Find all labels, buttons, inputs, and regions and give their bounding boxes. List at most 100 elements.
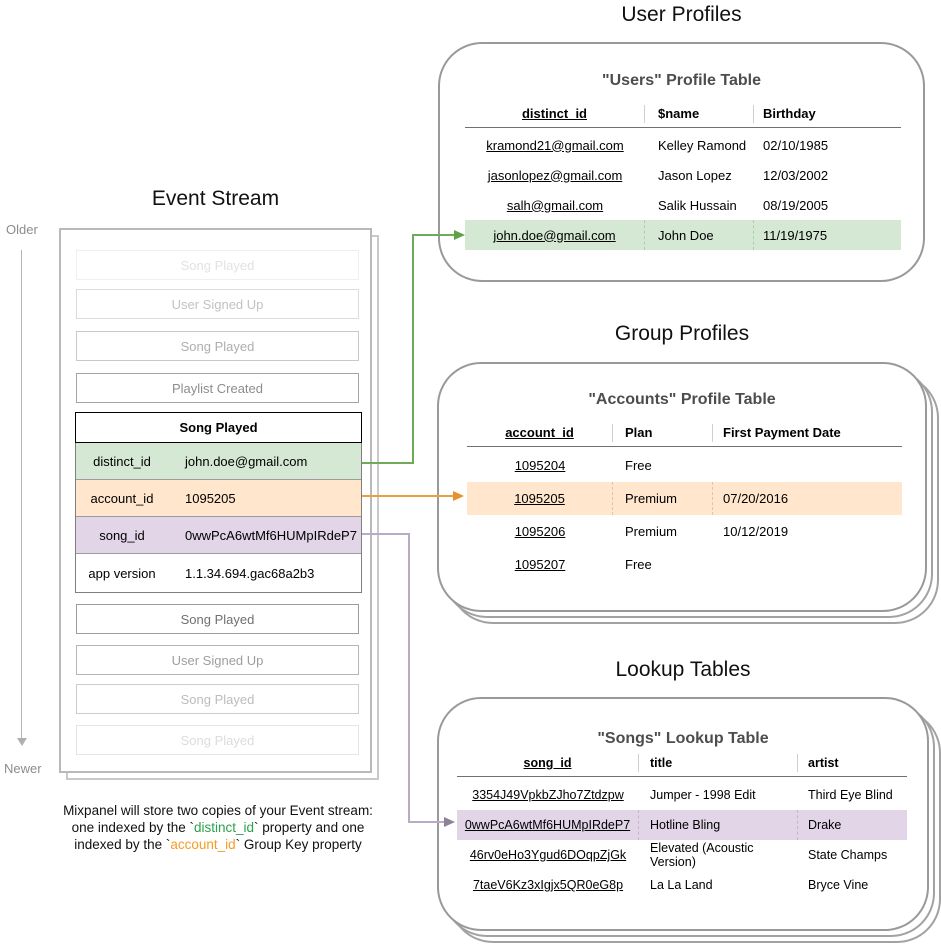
property-key: distinct_id [93,453,151,469]
songs-table-row-highlighted: 0wwPcA6wtMf6HUMpIRdeP7 Hotline Bling Dra… [457,810,907,840]
songs-cell-artist: Drake [808,818,842,832]
users-cell-birthday: 12/03/2002 [763,167,829,183]
accounts-table-row: 1095207 Free [467,548,902,581]
users-cell-id: jasonlopez@gmail.com [487,167,623,183]
songs-cell-artist: Third Eye Blind [808,788,893,802]
accounts-header-account-id: account_id [467,423,613,442]
accounts-table-header-row: account_id Plan First Payment Date [467,419,902,447]
event-stream-title: Event Stream [151,187,280,210]
event-detail-properties: distinct_id john.doe@gmail.com account_i… [75,443,362,593]
user-profiles-title: User Profiles [621,3,742,26]
users-table-row: salh@gmail.com Salik Hussain 08/19/2005 [465,190,901,220]
songs-header-artist: artist [808,756,839,770]
caption-line2: one indexed by the `distinct_id` propert… [71,820,365,835]
property-row-song-id: song_id 0wwPcA6wtMf6HUMpIRdeP7 [76,517,361,554]
property-row-distinct-id: distinct_id john.doe@gmail.com [76,443,361,480]
caption-line1: Mixpanel will store two copies of your E… [63,803,373,818]
purple-connector-segment [362,533,410,535]
accounts-cell-plan: Free [625,458,652,473]
users-table-row: kramond21@gmail.com Kelley Ramond 02/10/… [465,130,901,160]
songs-cell-title: Jumper - 1998 Edit [650,788,756,802]
event-item: User Signed Up [76,289,359,319]
accounts-cell-id: 1095205 [467,482,613,515]
green-connector-segment [412,234,414,464]
event-item: Song Played [76,331,359,361]
users-table-row-highlighted: john.doe@gmail.com John Doe 11/19/1975 [465,220,901,250]
songs-header-title: title [650,754,798,772]
accounts-table-row: 1095206 Premium 10/12/2019 [467,515,902,548]
songs-table-row: 46rv0eHo3Ygud6DOqpZjGk Elevated (Acousti… [457,840,907,870]
event-item: Song Played [76,250,359,280]
group-profiles-title: Group Profiles [614,322,750,345]
accounts-cell-first-payment: 10/12/2019 [723,524,789,539]
songs-cell-artist: Bryce Vine [808,878,869,892]
orange-connector-segment [362,495,455,497]
songs-table-row: 3354J49VpkbZJho7Ztdzpw Jumper - 1998 Edi… [457,780,907,810]
songs-cell-id: 46rv0eHo3Ygud6DOqpZjGk [469,848,627,862]
users-table-row: jasonlopez@gmail.com Jason Lopez 12/03/2… [465,160,901,190]
accounts-header-plan: Plan [625,423,713,442]
property-value: 0wwPcA6wtMf6HUMpIRdeP7 [185,527,357,543]
songs-header-song-id: song_id [457,754,639,772]
accounts-header-first-payment: First Payment Date [723,424,841,440]
property-key: account_id [90,490,154,506]
green-connector-segment [362,462,414,464]
songs-table-header-row: song_id title artist [457,750,907,777]
older-label: Older [6,222,38,237]
songs-cell-id: 0wwPcA6wtMf6HUMpIRdeP7 [457,810,639,840]
songs-cell-id: 3354J49VpkbZJho7Ztdzpw [472,788,624,802]
users-table-header-row: distinct_id $name Birthday [465,100,901,128]
property-key: app version [88,565,156,581]
accounts-table-title: "Accounts" Profile Table [588,391,776,408]
event-detail-card: Song Played distinct_id john.doe@gmail.c… [75,412,362,593]
caption-account-id: account_id [170,837,236,852]
purple-arrowhead-icon [444,817,455,827]
accounts-cell-first-payment: 07/20/2016 [723,491,789,506]
property-value: john.doe@gmail.com [185,453,308,469]
accounts-cell-id: 1095207 [514,557,566,572]
accounts-cell-id: 1095204 [514,458,566,473]
songs-cell-title: La La Land [650,878,713,892]
event-detail-title: Song Played [75,412,362,443]
property-value: 1.1.34.694.gac68a2b3 [185,565,315,581]
songs-cell-title: Hotline Bling [650,810,798,840]
users-cell-name: Kelley Ramond [658,137,747,153]
accounts-cell-plan: Premium [625,482,713,515]
songs-cell-title: Elevated (Acoustic Version) [650,841,754,869]
event-stream-panel: Song Played User Signed Up Song Played P… [59,228,372,773]
timeline-line [21,250,22,738]
accounts-cell-plan: Premium [625,524,678,539]
lookup-tables-title: Lookup Tables [615,658,751,681]
users-header-birthday: Birthday [763,105,816,121]
users-cell-birthday: 11/19/1975 [763,227,828,243]
caption-distinct-id: distinct_id [193,820,255,835]
event-item: Song Played [76,725,359,755]
property-key: song_id [99,527,145,543]
accounts-table-row: 1095204 Free [467,449,902,482]
purple-connector-segment [408,533,410,823]
users-table-title: "Users" Profile Table [602,72,761,89]
event-item: Playlist Created [76,373,359,403]
caption-line3: indexed by the `account_id` Group Key pr… [74,837,362,852]
users-cell-name: Salik Hussain [658,197,737,213]
green-connector-segment [412,234,456,236]
users-header-distinct-id: distinct_id [465,104,645,123]
users-header-name: $name [658,104,754,123]
event-item: Song Played [76,684,359,714]
property-value: 1095205 [185,490,236,506]
songs-cell-id: 7taeV6Kz3xIgjx5QR0eG8p [472,878,624,892]
users-cell-id: kramond21@gmail.com [486,137,624,153]
users-cell-birthday: 08/19/2005 [763,197,829,213]
orange-arrowhead-icon [453,491,464,501]
accounts-cell-plan: Free [625,557,652,572]
songs-cell-artist: State Champs [808,848,888,862]
users-cell-id: john.doe@gmail.com [465,220,645,250]
green-arrowhead-icon [454,230,465,240]
caption: Mixpanel will store two copies of your E… [28,802,408,853]
accounts-table-row-highlighted: 1095205 Premium 07/20/2016 [467,482,902,515]
purple-connector-segment [408,821,446,823]
users-cell-birthday: 02/10/1985 [763,137,829,153]
users-cell-id: salh@gmail.com [506,197,604,213]
event-item: Song Played [76,604,359,634]
